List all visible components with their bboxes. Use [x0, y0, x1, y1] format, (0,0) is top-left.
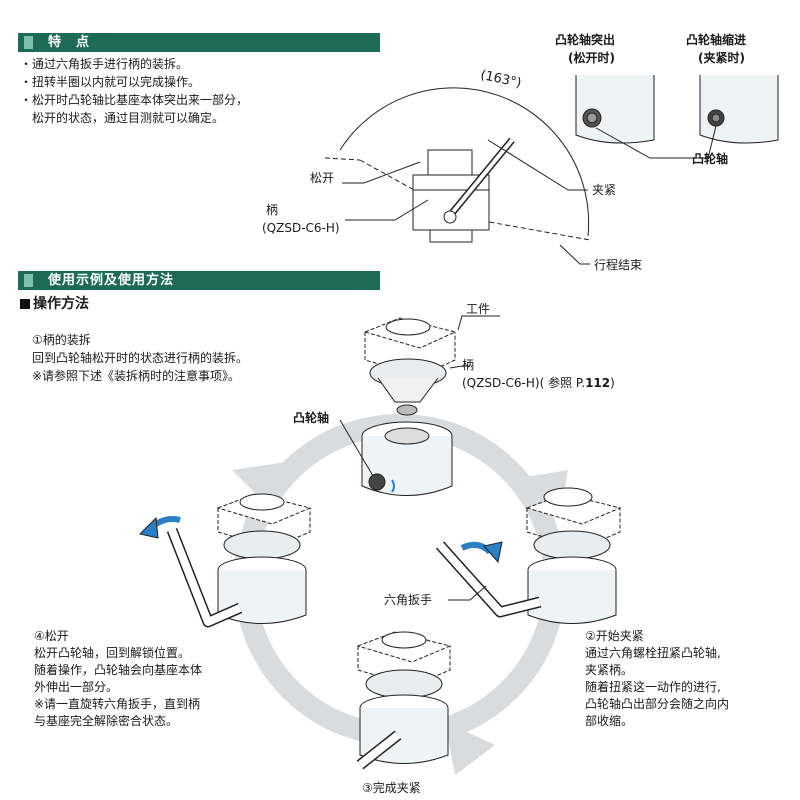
feature-bullet-2: ・扭转半圈以内就可以完成操作。	[20, 75, 201, 89]
cam-state-illustration	[575, 75, 779, 159]
handle-ref-page: 112	[585, 376, 611, 390]
clamp-angle-illustration	[324, 87, 591, 265]
hex-wrench-label: 六角扳手	[384, 593, 433, 607]
workpiece-label: 工件	[466, 302, 491, 316]
handle-ref-a: (QZSD-C6-H)( 参照 P.	[462, 376, 586, 390]
feature-bullet-4: 松开的状态，通过目测就可以确定。	[20, 111, 225, 125]
step2-illustration	[435, 487, 622, 624]
handle-label: 柄	[266, 203, 279, 217]
step4-title: ④松开	[34, 629, 69, 643]
cam-shaft-label-top: 凸轮轴	[692, 152, 729, 166]
handle-model-label: (QZSD-C6-H)	[262, 221, 340, 235]
step2-line-2: 夹紧柄。	[585, 663, 634, 677]
cam-in-label-1: 凸轮轴缩进	[686, 33, 747, 47]
step4-line-4: ※请一直旋转六角扳手，直到柄	[34, 697, 201, 711]
features-header-band: 特 点	[18, 33, 380, 52]
step4-line-3: 外伸出一部分。	[34, 680, 119, 694]
step2-line-1: 通过六角螺栓扭紧凸轮轴,	[585, 646, 721, 660]
features-header: 特 点	[48, 35, 91, 50]
cam-out-label-1: 凸轮轴突出	[555, 33, 616, 47]
step3-illustration	[356, 631, 452, 770]
step2-line-3: 随着扭紧这一动作的进行,	[585, 680, 721, 694]
step2-title: ②开始夹紧	[585, 629, 644, 643]
cam-in-label-2: (夹紧时)	[698, 51, 745, 65]
clamp-label: 夹紧	[592, 183, 617, 197]
step1-illustration	[339, 315, 500, 496]
handle-label-2: 柄	[462, 358, 475, 372]
step1-line-1: 回到凸轮轴松开时的状态进行柄的装拆。	[32, 351, 249, 365]
handle-ref-label: (QZSD-C6-H)( 参照 P.112)	[462, 375, 615, 391]
cam-out-label-2: (松开时)	[568, 51, 615, 65]
step1-line-2: ※请参照下述《装拆柄时的注意事项》。	[32, 369, 241, 383]
usage-header-band: 使用示例及使用方法	[18, 271, 380, 290]
square-bullet-icon	[20, 299, 30, 309]
method-title-text: 操作方法	[33, 296, 89, 312]
feature-bullet-3: ・松开时凸轮轴比基座本体突出来一部分，	[20, 93, 249, 107]
step4-illustration	[139, 493, 312, 628]
step4-line-1: 松开凸轮轴，回到解锁位置。	[34, 646, 191, 660]
loosen-label: 松开	[310, 171, 335, 185]
step1-title: ①柄的装拆	[32, 333, 91, 347]
step4-line-5: 与基座完全解除密合状态。	[34, 714, 179, 728]
step4-line-2: 随着操作，凸轮轴会向基座本体	[34, 663, 203, 677]
step2-line-5: 部收缩。	[585, 714, 634, 728]
cam-shaft-label: 凸轮轴	[293, 411, 330, 425]
stroke-end-label: 行程结束	[594, 258, 643, 272]
step2-line-4: 凸轮轴凸出部分会随之向内	[585, 697, 730, 711]
handle-ref-c: )	[610, 376, 615, 390]
step3-title: ③完成夹紧	[362, 781, 421, 795]
method-title: 操作方法	[20, 296, 89, 312]
feature-bullet-1: ・通过六角扳手进行柄的装拆。	[20, 57, 189, 71]
usage-header: 使用示例及使用方法	[48, 273, 175, 288]
